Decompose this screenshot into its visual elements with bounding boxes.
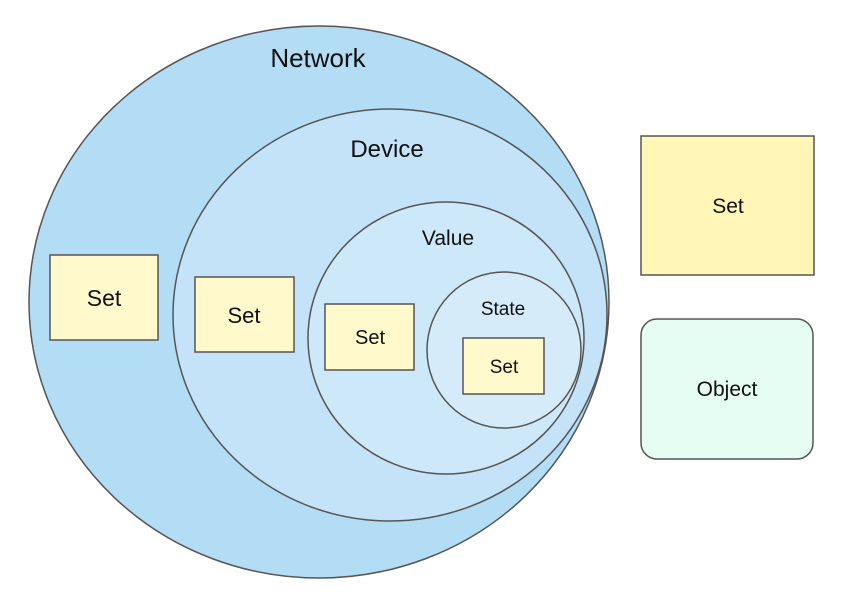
device-label: Device (350, 136, 423, 163)
legend-set-box (640, 135, 815, 276)
legend-object-label: Object (697, 378, 758, 401)
state-label: State (481, 299, 525, 320)
value-label: Value (422, 227, 474, 250)
network-set-label: Set (87, 285, 122, 311)
device-set-box (194, 276, 295, 353)
network-label: Network (270, 43, 366, 73)
value-set-box (324, 303, 415, 371)
device-set-label: Set (227, 303, 260, 328)
state-set-label: Set (490, 357, 519, 378)
value-set-label: Set (355, 327, 385, 349)
network-set-box (49, 254, 159, 341)
legend-set-label: Set (712, 195, 744, 218)
state-set-box (462, 337, 545, 395)
legend-object-box (640, 318, 814, 460)
